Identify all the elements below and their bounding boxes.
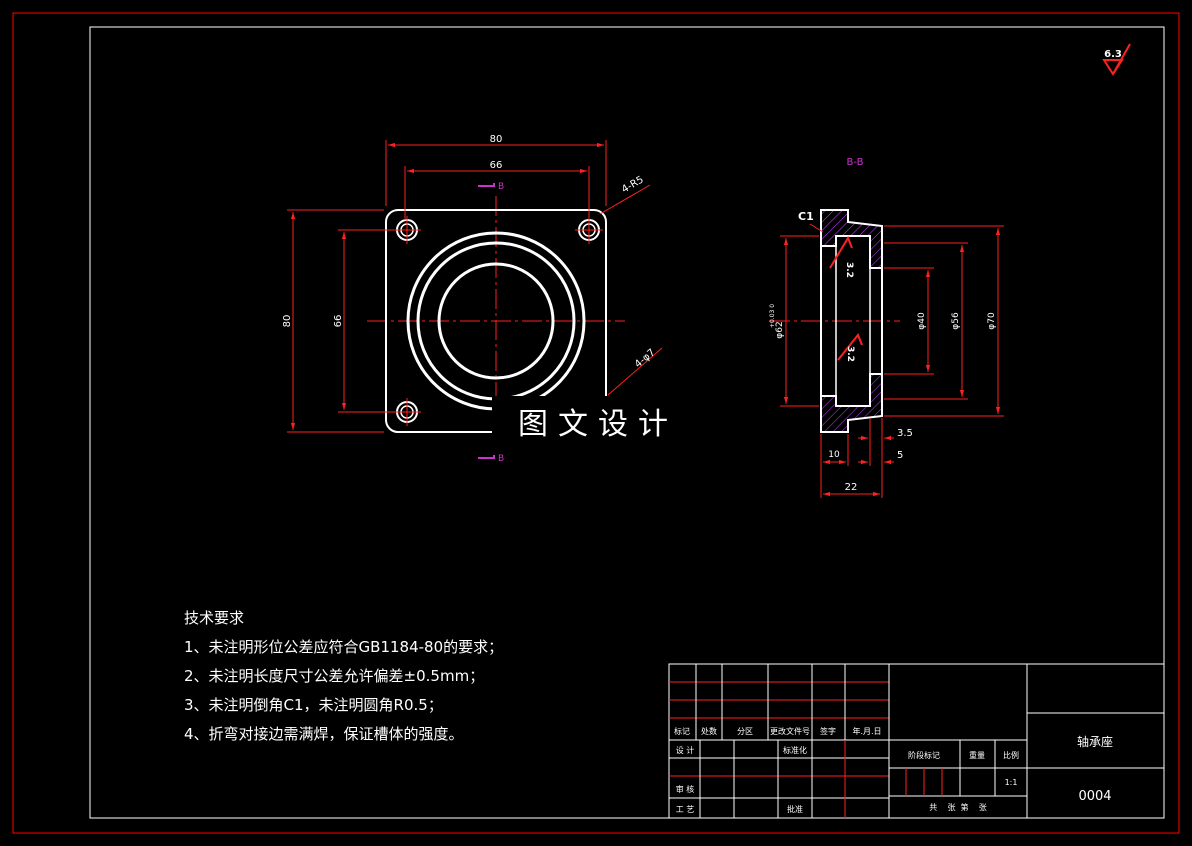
tb-col-date: 年.月.日 — [852, 726, 881, 736]
dim-outer-width: 80 — [490, 134, 503, 145]
dim-d56: φ56 — [951, 312, 961, 330]
tech-req-item-2: 2、未注明长度尺寸公差允许偏差±0.5mm； — [184, 667, 485, 685]
chamfer-label: C1 — [798, 210, 814, 223]
tech-req-item-4: 4、折弯对接边需满焊，保证槽体的强度。 — [184, 725, 464, 743]
tech-req-item-1: 1、未注明形位公差应符合GB1184-80的要求； — [184, 638, 504, 656]
hole-label: 4-φ7 — [633, 347, 658, 370]
tb-stage-mark: 阶段标记 — [908, 750, 940, 760]
tb-col-count: 处数 — [701, 726, 717, 736]
section-mark-top: B — [498, 182, 504, 192]
tb-col-change-no: 更改文件号 — [770, 726, 810, 736]
roughness-bottom: 3.2 — [845, 346, 855, 362]
tb-part-name: 轴承座 — [1077, 734, 1113, 749]
tb-weight: 重量 — [969, 750, 985, 760]
corner-radius-label: 4-R5 — [620, 174, 646, 195]
tb-process: 工 艺 — [676, 805, 695, 814]
dim-22: 22 — [845, 482, 858, 493]
dim-bore: φ62 — [775, 321, 785, 338]
section-view: B-B 3.2 3.2 C1 φ62 +0.03 0 φ40 — [769, 157, 1004, 498]
tb-design: 设 计 — [676, 745, 695, 755]
section-mark-bottom: B — [498, 454, 504, 464]
tb-sheets: 共 张 第 张 — [929, 802, 986, 812]
inner-border — [89, 26, 1165, 819]
dim-bore-tol: +0.03 0 — [769, 304, 776, 328]
dim-5: 5 — [897, 450, 903, 461]
tb-col-mark: 标记 — [674, 726, 690, 736]
dim-hole-spacing-y: 66 — [333, 315, 344, 328]
tb-approve: 批准 — [787, 804, 803, 814]
dim-d70: φ70 — [987, 312, 997, 330]
tb-col-zone: 分区 — [737, 727, 753, 736]
dim-d40: φ40 — [917, 312, 927, 330]
section-hatch-top — [820, 209, 883, 269]
section-title: B-B — [847, 157, 864, 168]
title-block: 标记 处数 分区 更改文件号 签字 年.月.日 设 计 标准化 审 核 工 艺 … — [668, 663, 1165, 819]
section-hatch-bottom — [820, 373, 883, 433]
dim-3-5: 3.5 — [897, 428, 913, 439]
tb-review: 审 核 — [676, 784, 695, 794]
dim-10: 10 — [828, 450, 840, 460]
dim-hole-spacing-x: 66 — [490, 160, 503, 171]
outer-border — [12, 12, 1180, 834]
roughness-top: 3.2 — [844, 262, 854, 278]
tb-standardize: 标准化 — [783, 745, 807, 755]
tb-scale: 比例 — [1003, 750, 1019, 760]
tb-drawing-no: 0004 — [1078, 789, 1111, 804]
tech-req-item-3: 3、未注明倒角C1，未注明圆角R0.5； — [184, 696, 443, 714]
general-roughness-mark: 6.3 — [1102, 43, 1131, 76]
dim-outer-height: 80 — [282, 315, 293, 328]
technical-requirements: 技术要求 1、未注明形位公差应符合GB1184-80的要求； 2、未注明长度尺寸… — [184, 604, 503, 749]
roughness-value: 6.3 — [1104, 49, 1122, 60]
tech-req-title: 技术要求 — [184, 609, 245, 627]
tb-col-sign: 签字 — [820, 726, 836, 736]
watermark: 图文设计 — [492, 396, 692, 454]
bore-circle — [437, 262, 555, 380]
tb-scale-value: 1:1 — [1005, 778, 1018, 787]
